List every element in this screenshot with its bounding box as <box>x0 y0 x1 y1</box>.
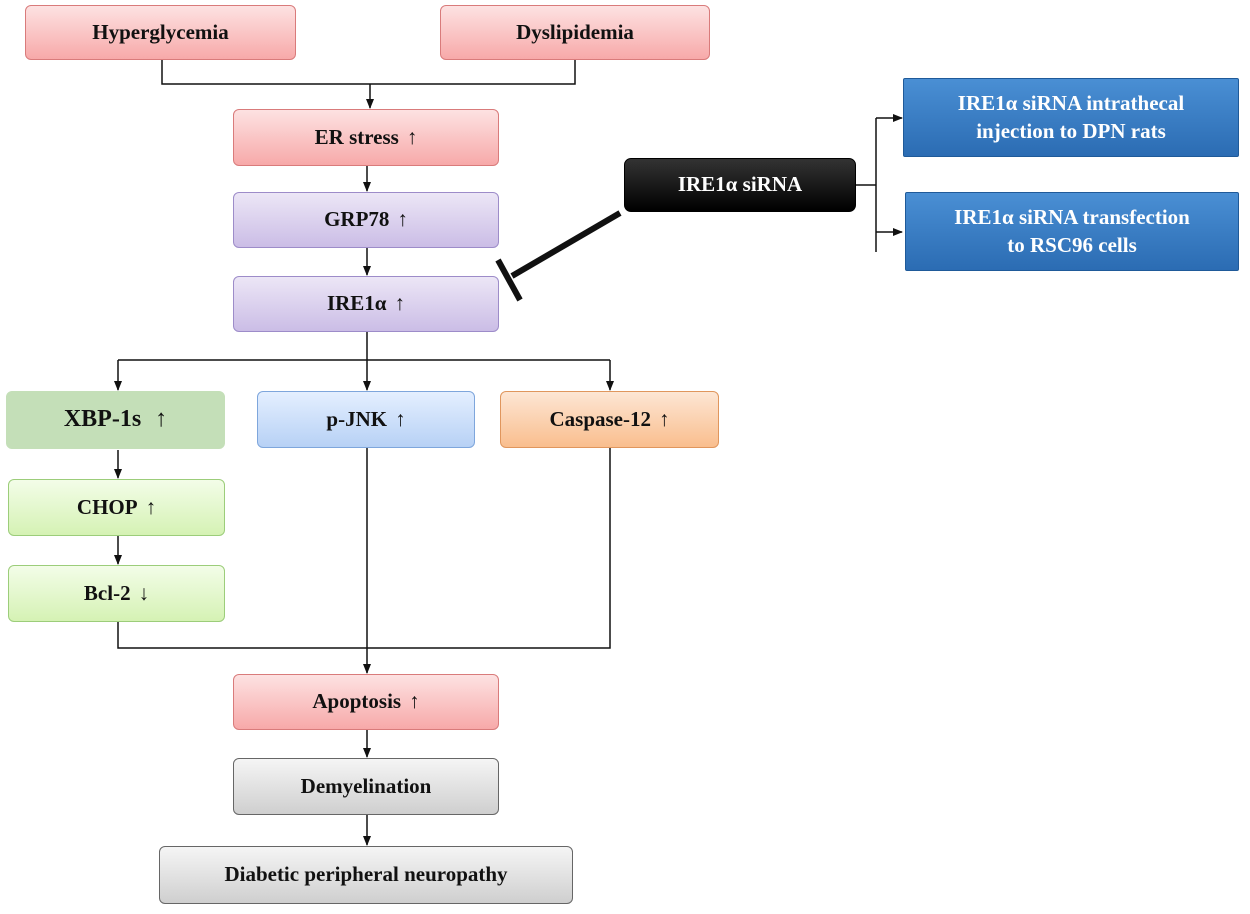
connector-hyperglycemia <box>161 60 370 85</box>
up-arrow-icon: ↑ <box>397 207 408 232</box>
connector-ire1a-branch <box>118 332 610 361</box>
node-sirna-transfection: IRE1α siRNA transfection to RSC96 cells <box>905 192 1239 271</box>
node-apoptosis: Apoptosis ↑ <box>233 674 499 730</box>
node-xbp1s: XBP-1s ↑ <box>6 391 225 449</box>
node-pjnk: p-JNK ↑ <box>257 391 475 448</box>
node-ire1a: IRE1α ↑ <box>233 276 499 332</box>
inhibition-bar <box>495 258 523 302</box>
up-arrow-icon: ↑ <box>659 406 670 431</box>
node-dyslipidemia: Dyslipidemia <box>440 5 710 60</box>
node-sirna-intrathecal-injection: IRE1α siRNA intrathecal injection to DPN… <box>903 78 1239 157</box>
up-arrow-icon: ↑ <box>145 494 157 519</box>
node-bcl2: Bcl-2 ↓ <box>8 565 225 622</box>
connector-bcl2-down <box>117 622 367 649</box>
node-caspase12: Caspase-12 ↑ <box>500 391 719 448</box>
up-arrow-icon: ↑ <box>406 124 418 149</box>
node-diabetic-peripheral-neuropathy: Diabetic peripheral neuropathy <box>159 846 573 904</box>
down-arrow-icon: ↓ <box>138 580 150 605</box>
up-arrow-icon: ↑ <box>155 406 168 433</box>
up-arrow-icon: ↑ <box>394 291 406 316</box>
node-chop: CHOP ↑ <box>8 479 225 536</box>
node-grp78: GRP78 ↑ <box>233 192 499 248</box>
inhibition-line <box>510 210 622 279</box>
node-hyperglycemia: Hyperglycemia <box>25 5 296 60</box>
connector-caspase12-down <box>367 448 611 649</box>
connector-dyslipidemia <box>370 60 576 85</box>
up-arrow-icon: ↑ <box>409 689 420 714</box>
up-arrow-icon: ↑ <box>395 406 406 431</box>
node-demyelination: Demyelination <box>233 758 499 815</box>
node-er-stress: ER stress ↑ <box>233 109 499 166</box>
connector-sirna-bracket <box>856 118 877 252</box>
node-ire1a-sirna: IRE1α siRNA <box>624 158 856 212</box>
